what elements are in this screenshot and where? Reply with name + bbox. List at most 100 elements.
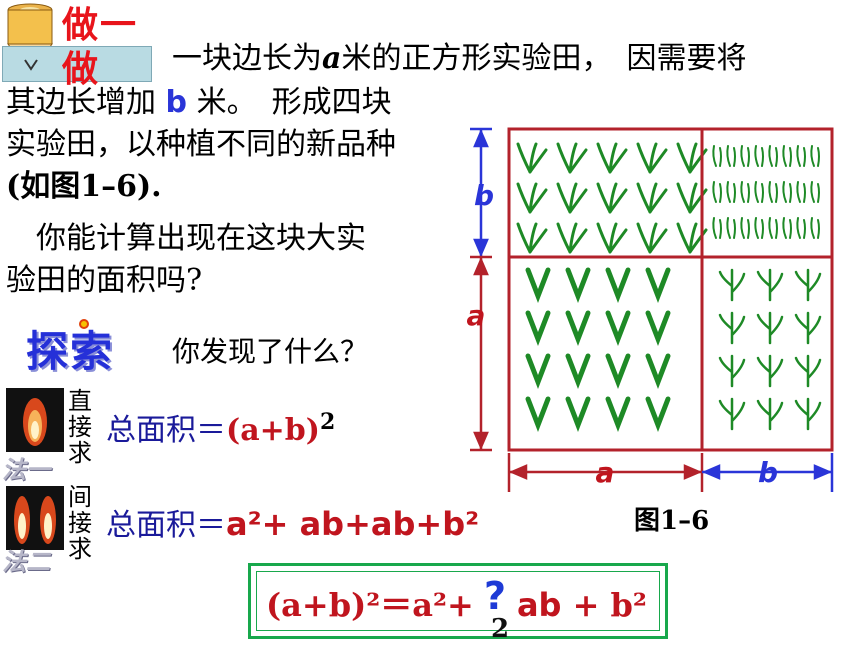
candle-icon <box>6 388 64 452</box>
plant-icon <box>556 222 588 254</box>
plant-icon <box>565 396 591 432</box>
method-2-label: 法二 <box>2 548 50 576</box>
plant-icon <box>636 182 668 214</box>
plant-icon <box>740 217 750 239</box>
plant-icon <box>596 142 628 174</box>
explore-title: 探索 <box>26 327 115 376</box>
a-horizontal-arrow <box>507 453 704 492</box>
plant-icon <box>756 354 784 388</box>
plant-icon <box>796 181 806 203</box>
method-2-vertical-text: 间接求 <box>68 483 92 563</box>
plant-icon <box>645 310 671 346</box>
question-line-1: 你能计算出现在这块大实 <box>6 221 366 256</box>
plant-icon <box>754 181 764 203</box>
plant-icon <box>796 145 806 167</box>
explore-question: 你发现了什么？ <box>172 335 369 368</box>
plant-icon <box>756 311 784 345</box>
plant-icon <box>782 217 792 239</box>
plant-icon <box>712 145 722 167</box>
a-vertical-arrow <box>470 255 492 452</box>
label-a-horizontal: a <box>596 456 615 489</box>
plant-icon <box>676 222 708 254</box>
plant-icon <box>605 353 631 389</box>
plant-icon <box>645 396 671 432</box>
plant-icon <box>718 354 746 388</box>
plant-icon <box>756 397 784 431</box>
plant-icon <box>605 310 631 346</box>
plant-icon <box>605 396 631 432</box>
plant-icon <box>810 145 820 167</box>
plant-icon <box>794 311 822 345</box>
plant-icon <box>565 267 591 303</box>
plant-icon <box>754 145 764 167</box>
plant-icon <box>525 396 551 432</box>
plant-icon <box>516 182 548 214</box>
plant-icon <box>525 267 551 303</box>
plant-icon <box>596 182 628 214</box>
b-vertical-arrow <box>470 127 492 258</box>
plant-icon <box>794 268 822 302</box>
problem-line-3: 实验田，以种植不同的新品种 <box>6 127 396 162</box>
plant-icon <box>796 217 806 239</box>
result-box-inner <box>256 571 660 631</box>
plant-icon <box>676 142 708 174</box>
plant-icon <box>516 222 548 254</box>
question-mark-icon: ? <box>484 574 507 618</box>
plant-icon <box>525 310 551 346</box>
plant-icon <box>556 142 588 174</box>
plant-icon <box>718 268 746 302</box>
plant-icon <box>645 267 671 303</box>
problem-line-1: 一块边长为a米的正方形实验田， 因需要将 <box>172 41 747 76</box>
plant-icon <box>718 397 746 431</box>
label-b-vertical: b <box>474 179 494 212</box>
plant-icon <box>645 353 671 389</box>
plant-icon <box>810 181 820 203</box>
problem-line-4: (如图1–6). <box>6 169 162 204</box>
plant-icon <box>516 142 548 174</box>
question-line-2: 验田的面积吗? <box>6 263 203 298</box>
plant-icon <box>768 145 778 167</box>
result-coefficient: 2 <box>490 614 510 644</box>
plant-icon <box>726 181 736 203</box>
plant-icon <box>605 267 631 303</box>
plant-icon <box>556 182 588 214</box>
plant-icon <box>768 217 778 239</box>
plant-icon <box>712 181 722 203</box>
method-1-label: 法一 <box>2 456 50 484</box>
plant-icon <box>718 311 746 345</box>
b-horizontal-arrow <box>701 453 834 492</box>
plant-icon <box>525 353 551 389</box>
double-candle-icon <box>6 486 64 550</box>
plant-icon <box>740 145 750 167</box>
plant-grid <box>516 142 822 432</box>
plant-icon <box>726 217 736 239</box>
plant-icon <box>726 145 736 167</box>
problem-line-2: 其边长增加 b 米。 形成四块 <box>6 85 392 120</box>
plant-icon <box>596 222 628 254</box>
label-b-horizontal: b <box>758 456 778 489</box>
plant-icon <box>754 217 764 239</box>
sparkle-icon <box>79 319 89 329</box>
plant-icon <box>794 397 822 431</box>
plant-icon <box>636 222 668 254</box>
plant-icon <box>782 145 792 167</box>
method-1-vertical-text: 直接求 <box>68 387 92 467</box>
plant-icon <box>810 217 820 239</box>
label-a-vertical: a <box>467 299 486 332</box>
plant-icon <box>676 182 708 214</box>
plant-icon <box>712 217 722 239</box>
result-box <box>248 563 668 639</box>
field-diagram: a b a b <box>467 127 834 492</box>
plant-icon <box>740 181 750 203</box>
plant-icon <box>782 181 792 203</box>
plant-icon <box>768 181 778 203</box>
plant-icon <box>565 353 591 389</box>
field-border <box>507 127 834 452</box>
header-bar <box>2 46 152 82</box>
method-1-expression: 总面积＝(a+b)2 <box>106 409 336 448</box>
plant-icon <box>756 268 784 302</box>
plant-icon <box>565 310 591 346</box>
method-2-expression: 总面积＝a²+ ab+ab+b² <box>106 505 480 543</box>
plant-icon <box>794 354 822 388</box>
